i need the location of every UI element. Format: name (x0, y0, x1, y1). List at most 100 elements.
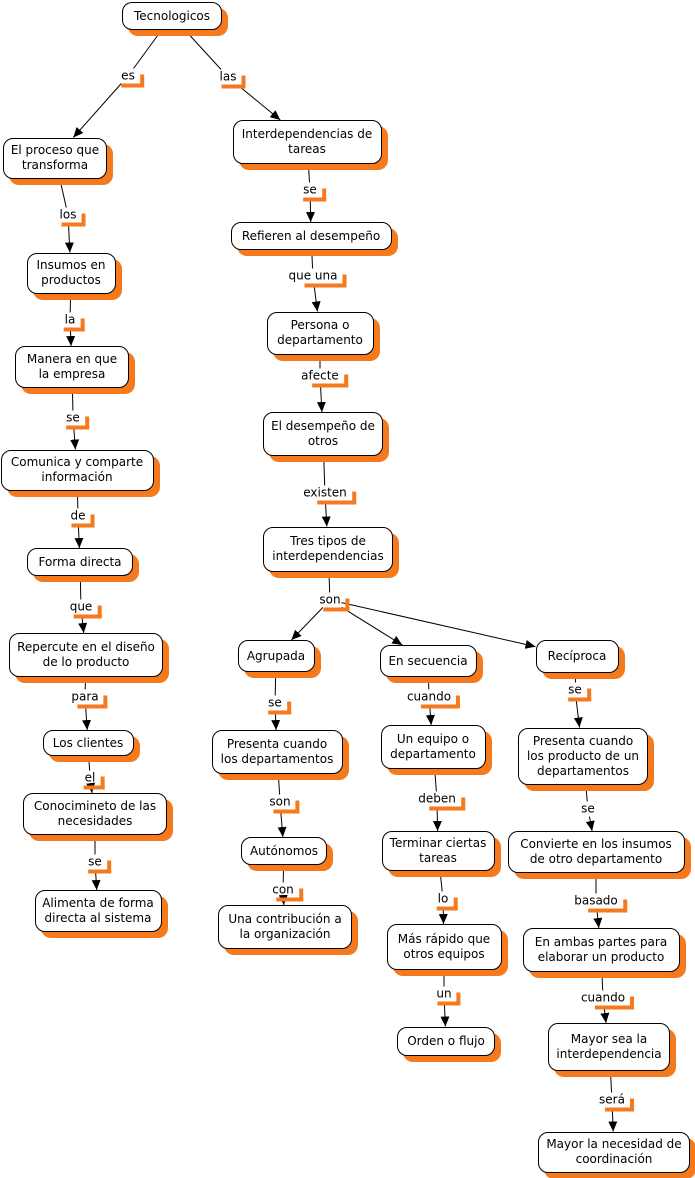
linking-phrase-existen[interactable]: existen (303, 486, 356, 505)
linking-phrase-es[interactable]: es (121, 69, 144, 88)
linking-phrase-el[interactable]: el (83, 771, 105, 790)
concept-node-text: Alimenta de forma (42, 896, 154, 910)
concept-node-clientes[interactable]: Los clientes (42, 730, 134, 756)
linking-phrase-se3[interactable]: se (303, 183, 326, 202)
edge-se1-comunica[interactable] (70, 425, 80, 450)
label-corner-mark-icon (66, 416, 89, 430)
label-corner-mark-icon (304, 274, 347, 288)
edge-agrupada-se4[interactable] (274, 671, 277, 696)
linking-phrase-se1[interactable]: se (66, 411, 89, 430)
linking-phrase-se5[interactable]: se (568, 683, 591, 702)
concept-node-reciproca[interactable]: Recíproca (535, 639, 619, 673)
linking-phrase-un[interactable]: un (436, 987, 461, 1006)
edge-desemp-existen[interactable] (323, 455, 326, 486)
edge-presenta_r-se6[interactable] (585, 784, 588, 802)
edge-queuna-persona[interactable] (311, 283, 321, 312)
linking-phrase-deben[interactable]: deben (418, 792, 465, 811)
edge-sera-mayor_coord[interactable] (608, 1107, 618, 1132)
edge-son1-agrupada[interactable] (291, 607, 324, 641)
edge-existen-trestipos[interactable] (321, 500, 331, 527)
concept-node-text: los producto de un (526, 748, 640, 763)
edge-ambas-cuando2[interactable] (601, 971, 604, 991)
edge-son2-autonomos[interactable] (277, 809, 287, 838)
edge-manera-se1[interactable] (71, 387, 74, 411)
edge-los-insumos[interactable] (64, 222, 74, 253)
edge-trestipos-son1[interactable] (328, 571, 331, 593)
linking-phrase-con[interactable]: con (272, 883, 303, 902)
concept-node-forma[interactable]: Forma directa (27, 548, 133, 576)
edge-se6-convierte[interactable] (585, 816, 595, 832)
edge-interdep-se3[interactable] (307, 163, 310, 183)
linking-phrase-la[interactable]: la (63, 313, 85, 332)
linking-phrase-se4[interactable]: se (268, 696, 291, 715)
edge-tecnologicos-es[interactable] (133, 29, 163, 69)
linking-phrase-se2[interactable]: se (88, 855, 111, 874)
edge-refieren-queuna[interactable] (311, 249, 314, 269)
concept-node-orden[interactable]: Orden o flujo (397, 1026, 495, 1056)
edge-proceso-los[interactable] (59, 178, 67, 208)
edge-equipo-deben[interactable] (434, 768, 437, 792)
edge-tecnologicos-las[interactable] (184, 29, 222, 70)
edge-de-forma[interactable] (74, 523, 84, 549)
linking-phrase-los[interactable]: los (60, 208, 86, 227)
edge-son1-secuencia[interactable] (341, 606, 403, 646)
linking-phrase-sera[interactable]: será (599, 1093, 634, 1112)
edge-se5-presenta_r[interactable] (573, 697, 583, 728)
edge-se3-refieren[interactable] (305, 197, 315, 223)
edge-son1-reciproca[interactable] (341, 602, 536, 649)
edge-mayor_inter-sera[interactable] (609, 1070, 613, 1093)
linking-phrase-son1[interactable]: son (319, 593, 350, 612)
linking-phrase-las[interactable]: las (220, 70, 246, 89)
linking-phrase-cuando2[interactable]: cuando (581, 991, 635, 1010)
linking-phrase-que[interactable]: que (70, 600, 102, 619)
concept-node-refieren[interactable]: Refieren al desempeño (230, 222, 392, 250)
linking-phrase-para[interactable]: para (71, 690, 108, 709)
edge-clientes-el[interactable] (88, 755, 91, 771)
linking-phrase-queuna[interactable]: que una (289, 269, 347, 288)
concept-node-tecnologicos[interactable]: Tecnologicos (122, 2, 222, 30)
label-corner-mark-icon (63, 318, 85, 332)
label-corner-mark-icon (121, 74, 144, 88)
edge-reciproca-se5[interactable] (574, 672, 577, 683)
edge-un-orden[interactable] (440, 1001, 450, 1027)
linking-phrase-de[interactable]: de (71, 509, 95, 528)
linking-phrase-afecte[interactable]: afecte (301, 369, 348, 388)
edge-es-proceso[interactable] (72, 83, 122, 138)
concept-node-secuencia[interactable]: En secuencia (379, 645, 477, 677)
edge-deben-terminar[interactable] (432, 806, 442, 832)
edge-las-interdep[interactable] (236, 84, 281, 121)
concept-node-autonomos[interactable]: Autónomos (241, 837, 327, 865)
linking-phrase-lo[interactable]: lo (436, 892, 458, 911)
concept-node-agrupada[interactable]: Agrupada (237, 640, 315, 672)
edge-presenta_a-son2[interactable] (277, 773, 281, 795)
linking-phrase-se6[interactable]: se (581, 802, 595, 816)
linking-phrase-cuando1[interactable]: cuando (407, 690, 461, 709)
edge-terminar-lo[interactable] (439, 870, 443, 892)
linking-phrase-basado[interactable]: basado (574, 894, 627, 913)
edge-afecte-desemp[interactable] (316, 383, 326, 413)
edge-para-clientes[interactable] (82, 704, 92, 731)
linking-phrase-son2[interactable]: son (269, 795, 300, 814)
edge-forma-que[interactable] (79, 575, 82, 600)
